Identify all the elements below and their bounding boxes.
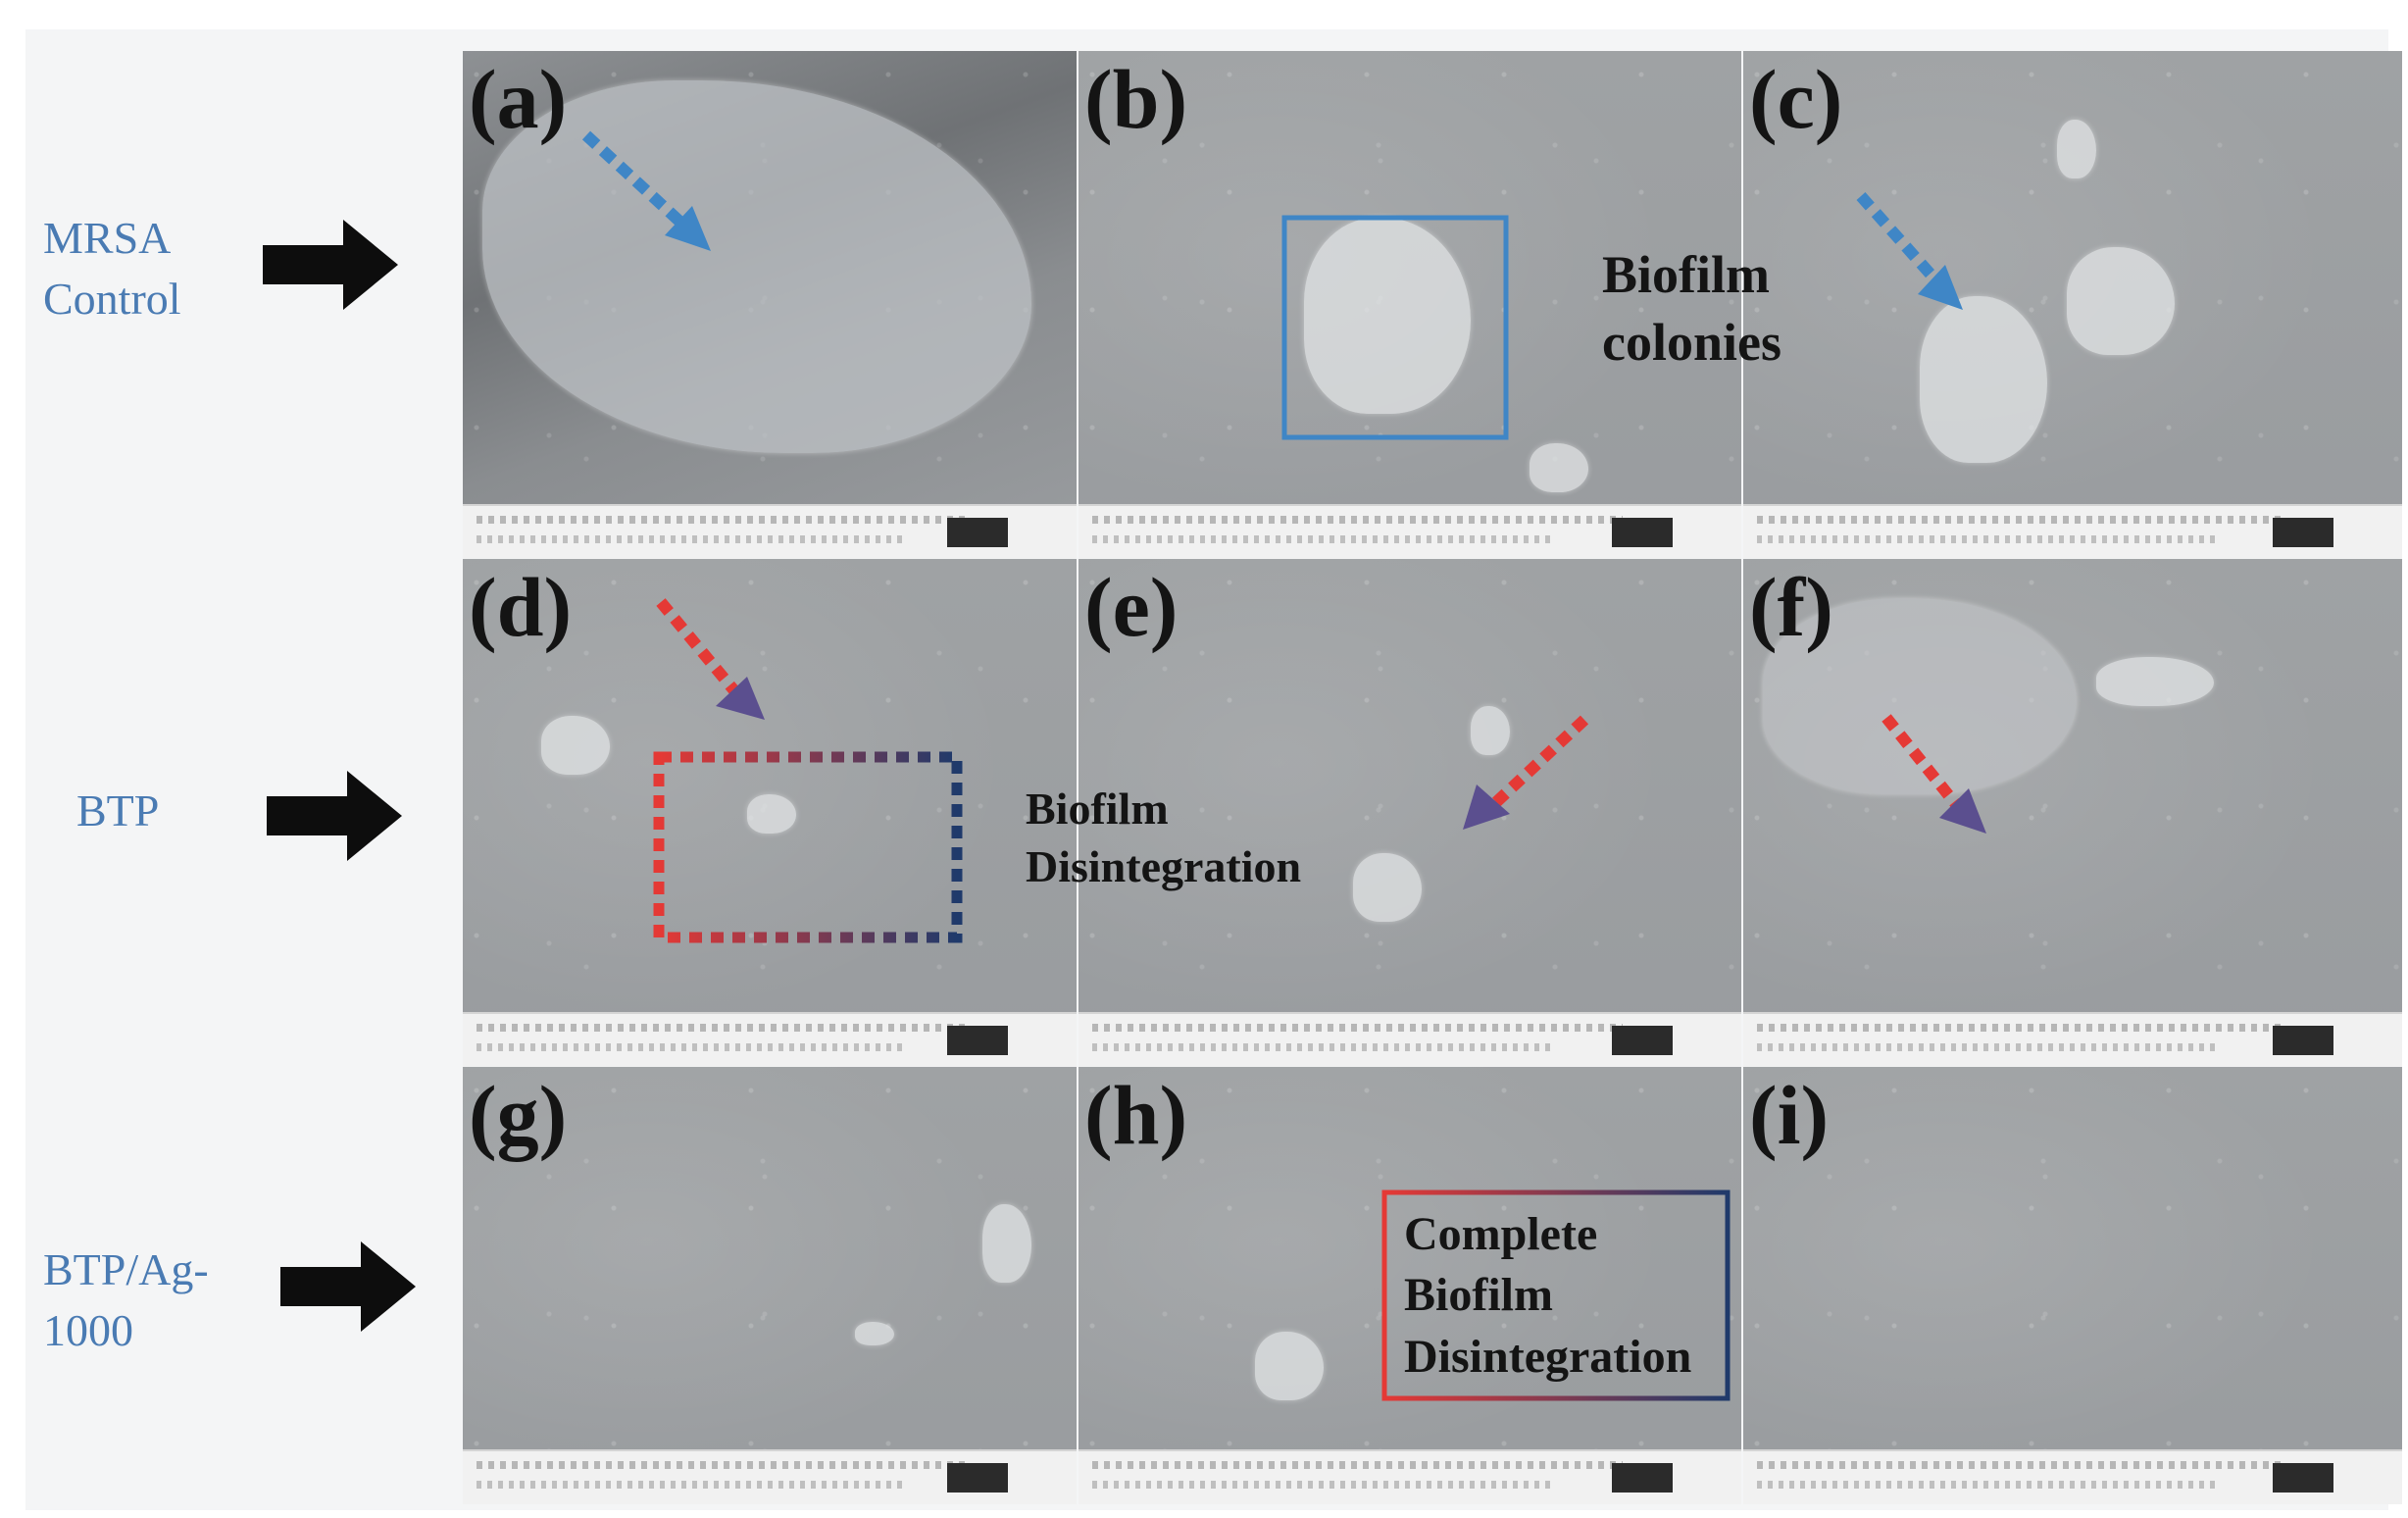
annotation-line: Biofilm: [1602, 245, 1770, 304]
blue-dashed-arrow-icon: [581, 130, 711, 251]
sem-panel-a: (a): [463, 51, 1077, 559]
panel-label: (h): [1084, 1068, 1188, 1162]
scale-bar: [463, 1012, 1077, 1067]
sem-panel-e: (e): [1079, 559, 1741, 1067]
sem-panel-f: (f): [1743, 559, 2402, 1067]
annotation-complete-biofilm-disintegration: Complete Biofilm Disintegration: [1404, 1204, 1691, 1388]
panel-label: (g): [469, 1068, 568, 1162]
blue-dashed-arrow-icon: [1856, 192, 1963, 310]
sem-image-grid: (a) (b) (c) (d) (e) (f) (g): [463, 51, 2404, 1504]
scale-bar: [1743, 504, 2402, 559]
annotation-line: Biofilm: [1404, 1269, 1553, 1322]
scale-bar: [1743, 1449, 2402, 1504]
row-label-btp-ag-1000: BTP/Ag- 1000: [43, 1240, 209, 1361]
biofilm-cluster: [2096, 657, 2214, 706]
row-label-line: BTP/Ag-: [43, 1244, 209, 1294]
panel-label: (d): [469, 560, 573, 654]
sem-panel-h: (h): [1079, 1067, 1741, 1504]
sem-panel-g: (g): [463, 1067, 1077, 1504]
highlight-box: [1381, 1189, 1731, 1401]
sem-panel-c: (c): [1743, 51, 2402, 559]
right-arrow-icon: [280, 1241, 416, 1332]
right-arrow-icon: [263, 220, 398, 310]
annotation-line: Disintegration: [1026, 840, 1302, 891]
annotation-biofilm-disintegration: Biofilm Disintegration: [1026, 781, 1301, 896]
row-label-mrsa-control: MRSA Control: [43, 208, 181, 329]
highlight-box: [653, 751, 963, 943]
annotation-line: colonies: [1602, 313, 1781, 373]
biofilm-cluster: [2057, 120, 2096, 178]
row-label-line: Control: [43, 274, 181, 324]
scale-bar: [1079, 1449, 1741, 1504]
panel-label: (i): [1749, 1068, 1830, 1162]
scale-bar-logo: [1612, 1026, 1673, 1055]
sem-panel-d: (d): [463, 559, 1077, 1067]
scale-bar-logo: [1612, 1463, 1673, 1493]
biofilm-cluster: [541, 716, 610, 775]
scale-bar: [1079, 504, 1741, 559]
sem-panel-b: (b): [1079, 51, 1741, 559]
row-label-line: MRSA: [43, 213, 172, 263]
highlight-box: [1281, 215, 1509, 440]
scale-bar: [463, 504, 1077, 559]
red-dashed-arrow-icon: [1881, 714, 1986, 834]
annotation-line: Complete: [1404, 1208, 1598, 1260]
scale-bar: [463, 1449, 1077, 1504]
right-arrow-icon: [267, 771, 402, 861]
row-label-line: BTP: [76, 785, 160, 835]
biofilm-cluster: [1530, 443, 1588, 492]
scale-bar-logo: [2273, 518, 2333, 547]
panel-label: (f): [1749, 560, 1833, 654]
row-label-btp: BTP: [76, 781, 159, 841]
scale-bar-logo: [2273, 1463, 2333, 1493]
scale-bar-logo: [947, 1026, 1008, 1055]
panel-label: (e): [1084, 560, 1179, 654]
scale-bar-logo: [2273, 1026, 2333, 1055]
scale-bar-logo: [1612, 518, 1673, 547]
annotation-biofilm-colonies: Biofilm colonies: [1602, 241, 1781, 377]
biofilm-cluster: [1353, 853, 1422, 922]
biofilm-cluster: [1304, 218, 1471, 414]
biofilm-cluster: [1920, 296, 2047, 463]
panel-label: (c): [1749, 52, 1843, 146]
red-dashed-arrow-icon: [1463, 715, 1589, 830]
annotation-line: Disintegration: [1404, 1330, 1692, 1383]
row-label-line: 1000: [43, 1305, 133, 1355]
biofilm-cluster: [855, 1322, 894, 1345]
sem-panel-i: (i): [1743, 1067, 2402, 1504]
biofilm-cluster: [1471, 706, 1510, 755]
biofilm-cluster: [747, 794, 796, 834]
scale-bar: [1079, 1012, 1741, 1067]
scale-bar: [1743, 1012, 2402, 1067]
biofilm-cluster: [2067, 247, 2175, 355]
panel-label: (b): [1084, 52, 1188, 146]
scale-bar-logo: [947, 518, 1008, 547]
annotation-line: Biofilm: [1026, 784, 1169, 834]
scale-bar-logo: [947, 1463, 1008, 1493]
panel-label: (a): [469, 52, 568, 146]
biofilm-cluster: [1255, 1332, 1324, 1400]
red-dashed-arrow-icon: [656, 598, 765, 720]
biofilm-cluster: [982, 1204, 1031, 1283]
